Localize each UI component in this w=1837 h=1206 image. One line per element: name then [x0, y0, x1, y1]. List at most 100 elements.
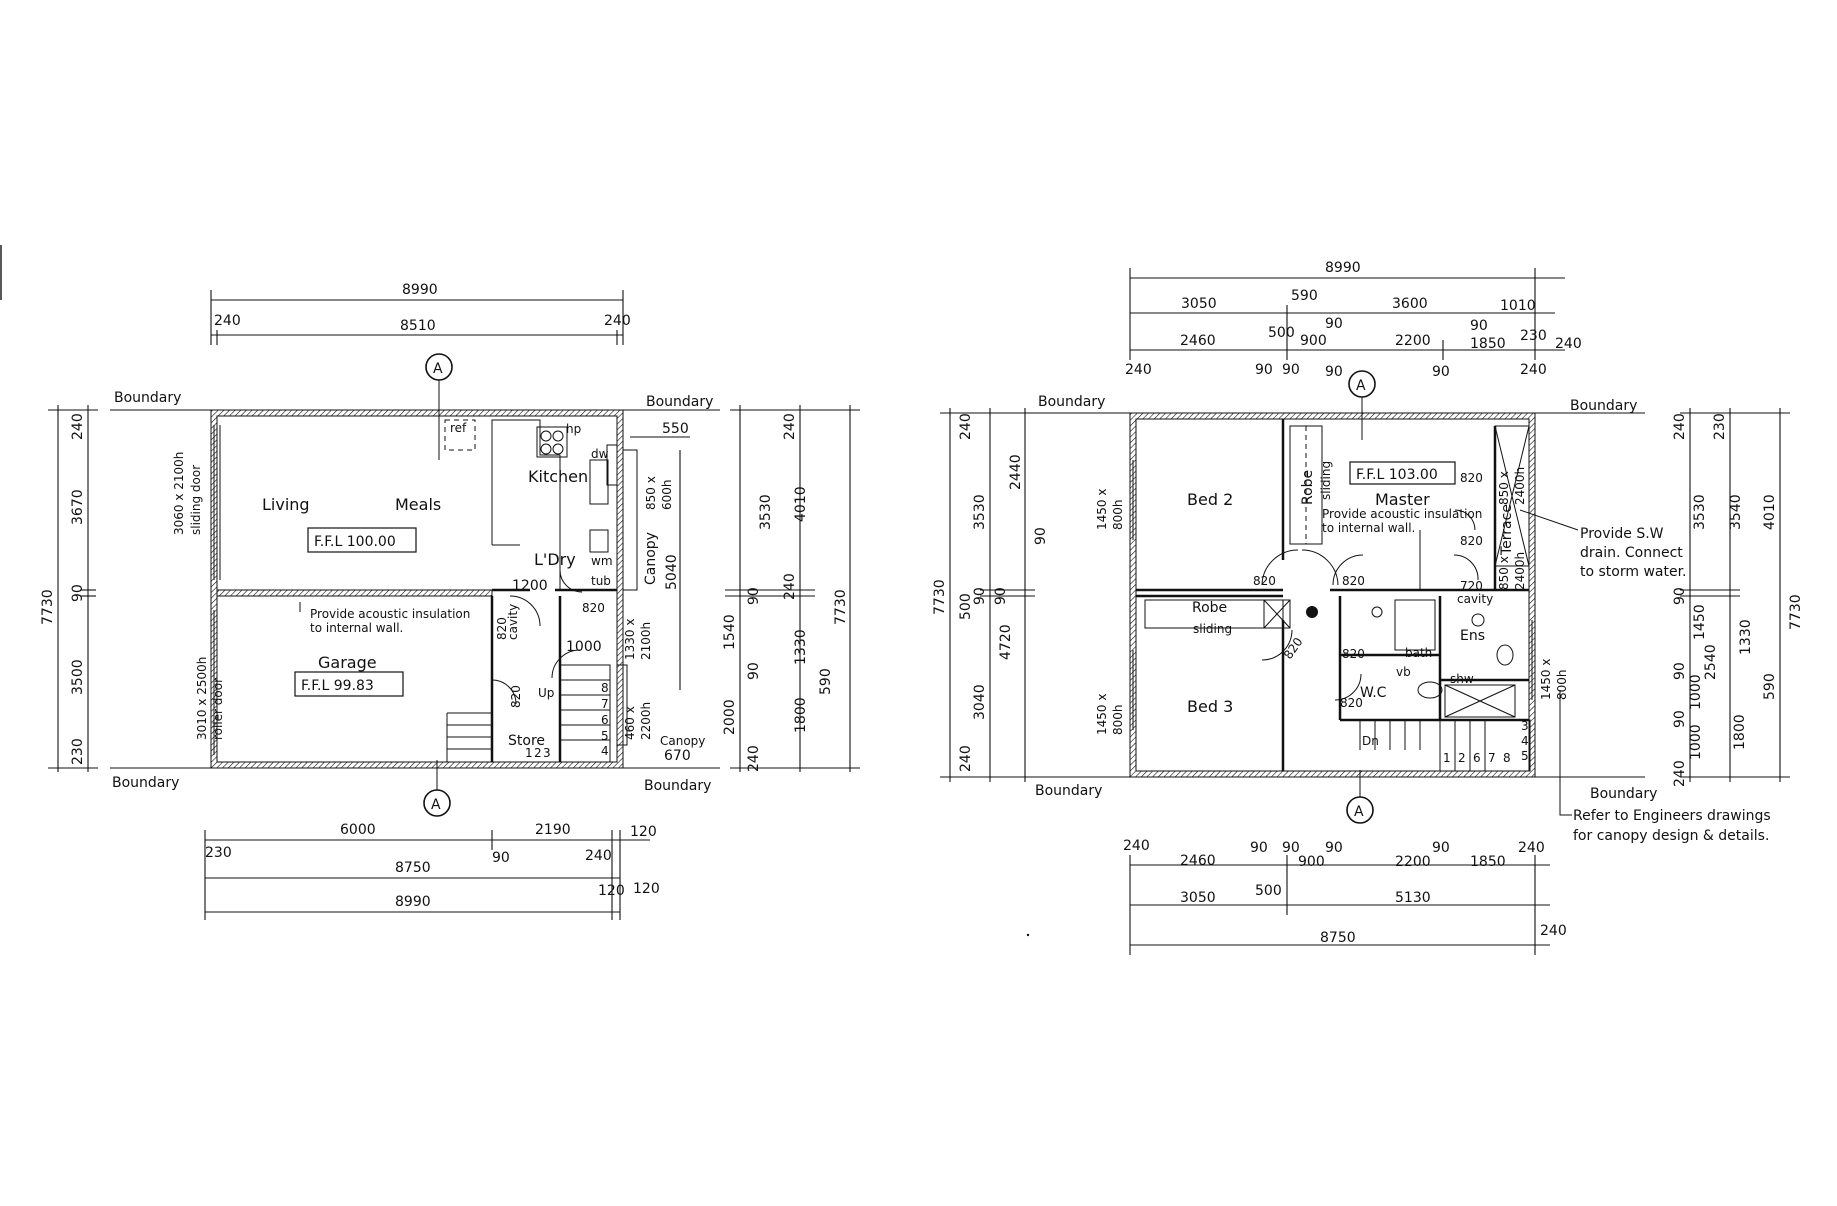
boundary-label: Boundary: [1035, 783, 1102, 799]
dim-text: 550: [662, 421, 689, 437]
dim-text: 3540: [1728, 494, 1744, 530]
dim-text: 240: [782, 573, 798, 600]
dim-text: 500: [1268, 325, 1295, 341]
room-meals: Meals: [395, 495, 441, 514]
room-store: Store: [508, 733, 545, 749]
dim-text: 4720: [998, 624, 1014, 660]
dim-text: 3500: [70, 659, 86, 695]
laundry-tub: tub: [591, 574, 611, 588]
dim-text: 240: [214, 313, 241, 329]
dim-text: 900: [1298, 854, 1325, 870]
dim-text: 5040: [664, 554, 680, 590]
opening-text: 720: [1460, 579, 1483, 593]
stair-up: Up: [538, 686, 554, 700]
dim-text: 590: [1291, 288, 1318, 304]
kitchen-dw: dw: [591, 447, 609, 461]
dim-text: 240: [958, 413, 974, 440]
dim-text: 1200: [512, 578, 548, 594]
opening-text: 820: [1342, 647, 1365, 661]
dim-text: 4010: [1762, 494, 1778, 530]
dim-text: 2190: [535, 822, 571, 838]
first-floor-plan: Bed 2 Bed 3 Master Robe Robe W.C Ens Ter…: [932, 260, 1804, 955]
dim-text: 7730: [833, 589, 849, 625]
dim-text: 230: [70, 738, 86, 765]
dim-text: 1330: [793, 629, 809, 665]
section-marker: [425, 353, 453, 381]
engineers-note-1: Refer to Engineers drawings: [1573, 808, 1771, 824]
dim-text: 2200: [1395, 854, 1431, 870]
section-marker: [1346, 796, 1374, 824]
dim-text: 240: [746, 745, 762, 772]
dim-text: 240: [782, 413, 798, 440]
dim-text: 3040: [972, 684, 988, 720]
ground-ffl: F.F.L 100.00: [314, 534, 396, 550]
sliding-door-type: sliding door: [189, 465, 203, 535]
dim-text: 8750: [395, 860, 431, 876]
dim-text: 7730: [40, 589, 56, 625]
dim-text: 1800: [793, 697, 809, 733]
bed3-robe: [1144, 599, 1284, 629]
room-bed3: Bed 3: [1187, 697, 1233, 716]
opening-text: 820: [1460, 534, 1483, 548]
section-marker-label: A: [433, 361, 443, 377]
room-shw: shw: [1450, 672, 1474, 686]
sw-drain-note-1: Provide S.W: [1580, 526, 1664, 542]
room-robe-master: Robe: [1300, 470, 1316, 505]
dim-text: 1540: [722, 614, 738, 650]
dim-text: 670: [664, 748, 691, 764]
dim-text: 3670: [70, 489, 86, 525]
stair-no: 3: [543, 746, 551, 760]
dim-text: 230: [1520, 328, 1547, 344]
room-bed2: Bed 2: [1187, 490, 1233, 509]
dim-text: 8990: [395, 894, 431, 910]
room-laundry: L'Dry: [534, 550, 576, 569]
window-460-h: 2200h: [639, 702, 653, 740]
dim-text: 90: [746, 662, 762, 680]
dim-text: 2440: [1008, 454, 1024, 490]
window-850: 850 x: [644, 476, 658, 510]
ground-floor-plan: Living Meals Kitchen L'Dry Garage Store …: [40, 282, 860, 920]
dim-text: 1850: [1470, 336, 1506, 352]
room-garage: Garage: [318, 653, 377, 672]
ground-door-820-b: 820: [495, 617, 509, 640]
dim-text: 1000: [1688, 674, 1704, 710]
dim-text: 90: [972, 587, 988, 605]
boundary-label: Boundary: [1570, 398, 1637, 414]
stair-no: 6: [601, 713, 609, 727]
stair-no: 7: [1488, 751, 1496, 765]
roller-door-size: 3010 x 2500h: [195, 657, 209, 740]
dim-text: 7730: [1788, 594, 1804, 630]
dim-text: 8990: [1325, 260, 1361, 276]
room-master: Master: [1375, 490, 1430, 509]
room-terrace: Terrace: [1499, 504, 1515, 556]
stair-no: 2: [1458, 751, 1466, 765]
dim-text: 6000: [340, 822, 376, 838]
room-bath: bath: [1405, 646, 1432, 660]
opening-text: 800h: [1555, 669, 1569, 700]
dim-text: 90: [1325, 364, 1343, 380]
terrace: [1494, 425, 1530, 567]
stair-no: 5: [1521, 749, 1529, 763]
dim-text: 590: [1762, 673, 1778, 700]
ground-door-820-c: 820: [509, 685, 523, 708]
first-acoustic-note-1: Provide acoustic insulation: [1322, 507, 1482, 521]
stair-no: 3: [1521, 719, 1529, 733]
stair-no: 1: [1443, 751, 1451, 765]
window-850-h: 600h: [660, 479, 674, 510]
window-460: 460 x: [623, 706, 637, 740]
engineers-note-2: for canopy design & details.: [1573, 828, 1769, 844]
room-canopy: Canopy: [643, 532, 659, 585]
dim-text: 120: [598, 883, 625, 899]
section-marker: [1348, 370, 1376, 398]
dim-text: 240: [1672, 413, 1688, 440]
ground-door-820: 820: [582, 601, 605, 615]
opening-text: 820: [1340, 696, 1363, 710]
ground-cavity: cavity: [506, 604, 520, 640]
dim-text: 90: [1255, 362, 1273, 378]
section-marker-label: A: [1354, 804, 1364, 820]
dim-text: 90: [1325, 316, 1343, 332]
dim-text: 1000: [566, 639, 602, 655]
dim-text: 90: [746, 587, 762, 605]
opening-text: 1450 x: [1095, 489, 1109, 530]
dim-text: 1000: [1688, 724, 1704, 760]
